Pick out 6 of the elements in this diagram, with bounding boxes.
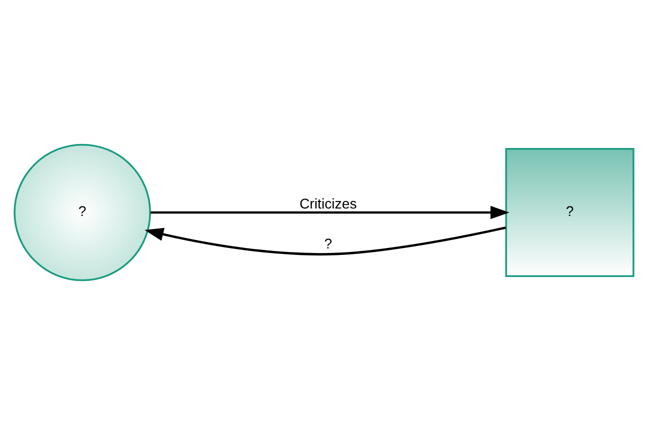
arrow — [144, 226, 506, 256]
node-circle: ? — [14, 144, 151, 282]
node-box: ? — [505, 148, 634, 278]
arrow — [150, 206, 510, 220]
edge-label: Criticizes — [299, 195, 357, 212]
edge-label: ? — [324, 236, 332, 252]
